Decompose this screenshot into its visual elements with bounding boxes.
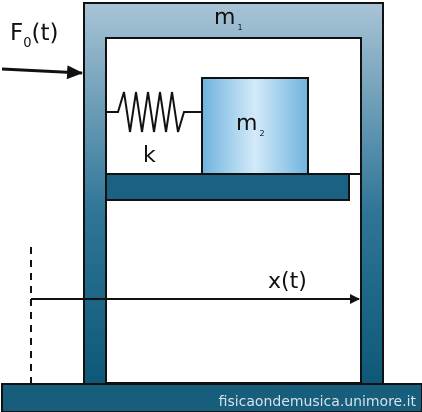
force-arrow <box>1 65 83 80</box>
force-label-arg: (t) <box>32 20 59 46</box>
mass2-block <box>201 77 309 175</box>
mass2-label-sub: 2 <box>259 129 264 138</box>
force-label: F0(t) <box>10 20 58 51</box>
force-label-sub: 0 <box>23 36 31 51</box>
watermark: fisicaondemusica.unimore.it <box>219 394 417 410</box>
force-label-main: F <box>10 20 23 46</box>
ground-base <box>1 383 422 412</box>
spring <box>106 91 202 133</box>
shelf <box>105 173 350 201</box>
mass1-label-sub: 1 <box>237 23 242 32</box>
displacement-label: x(t) <box>268 269 307 294</box>
mass1-label-main: m <box>214 5 235 30</box>
spring-label: k <box>143 143 156 168</box>
mass2-label-main: m <box>236 111 257 136</box>
